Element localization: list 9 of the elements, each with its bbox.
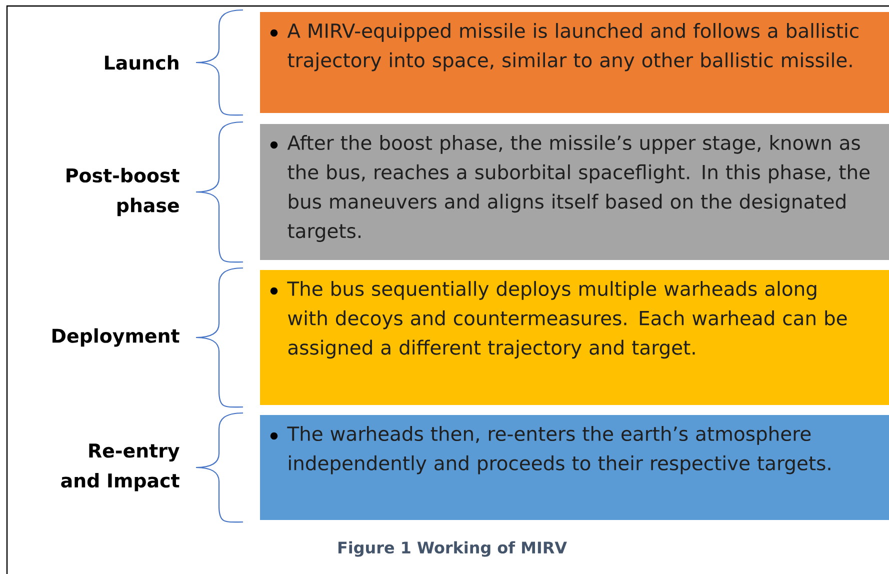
phase-box: A MIRV-equipped missile is launched and follows a ballistic trajectory into space, similar to any other ballistic missile.: [260, 12, 889, 113]
phase-label: Deployment: [52, 328, 180, 347]
phase-label: Re-entry and Impact: [61, 444, 180, 492]
phase-box: The bus sequentially deploys multiple warheads along with decoys and countermeasures. Each warhead can be assigned a different trajectory and target.: [260, 270, 889, 405]
phase-label: Launch: [105, 55, 178, 70]
phase-box: After the boost phase, the missile’s upper stage, known as the bus, reaches a suborbital spaceflight. In this phase, the bus maneuvers and aligns itself based on the designated targets.: [260, 124, 889, 260]
figure-caption: Figure 1 Working of MIRV: [338, 541, 567, 557]
phase-label: Post-boost phase: [66, 168, 180, 216]
phase-box: The warheads then, re-enters the earth’s atmosphere independently and proceeds to their respective targets.: [260, 415, 889, 520]
